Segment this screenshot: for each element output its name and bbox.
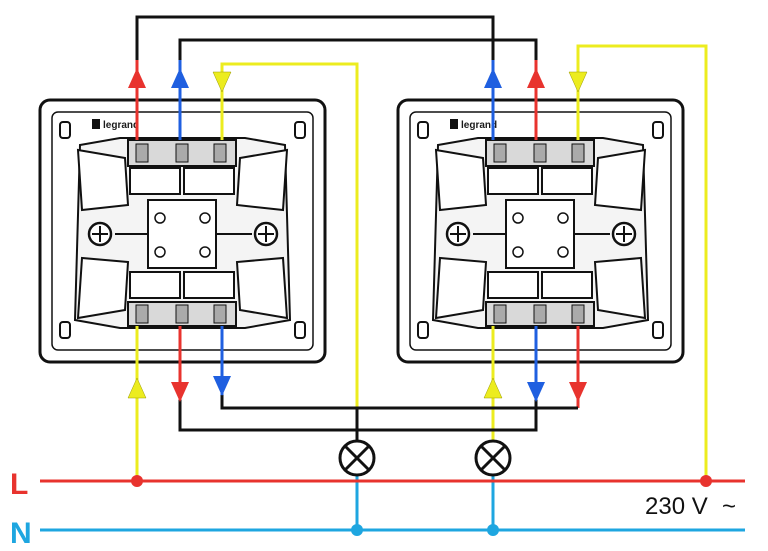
arrow-down-icon (213, 376, 231, 396)
rail-line (40, 475, 745, 487)
switch-1: legrand (38, 98, 327, 364)
wire-black-mid (178, 38, 538, 60)
wire-yellow-left-top (220, 62, 359, 410)
arrow-up-icon (484, 68, 502, 88)
wire-yellow-right-top (576, 44, 708, 481)
rail-neutral (40, 524, 745, 536)
lamp-2 (474, 439, 512, 477)
lamp-1 (338, 439, 376, 477)
arrows-bottom (127, 376, 587, 402)
neutral-label: N (10, 517, 32, 550)
arrow-down-icon (171, 382, 189, 402)
line-label: L (10, 468, 28, 501)
arrow-down-icon (212, 71, 232, 93)
arrow-up-icon (127, 377, 147, 399)
legrand-logo-icon (92, 119, 100, 129)
arrow-up-icon (128, 68, 146, 88)
arrow-down-icon (569, 382, 587, 402)
arrow-up-icon (171, 68, 189, 88)
switch-1-brand: legrand (103, 120, 139, 131)
wire-black-bottom-1 (220, 395, 578, 410)
switch-2-brand: legrand (461, 120, 497, 131)
legrand-logo-icon (450, 119, 458, 129)
arrow-down-icon (568, 71, 588, 93)
switch-2: legrand (396, 98, 685, 364)
voltage-label: 230 V (645, 493, 708, 520)
ac-symbol-icon: ~ (722, 493, 736, 520)
arrows-top (128, 68, 588, 93)
arrow-up-icon (483, 377, 503, 399)
arrow-up-icon (527, 68, 545, 88)
arrow-down-icon (527, 382, 545, 402)
